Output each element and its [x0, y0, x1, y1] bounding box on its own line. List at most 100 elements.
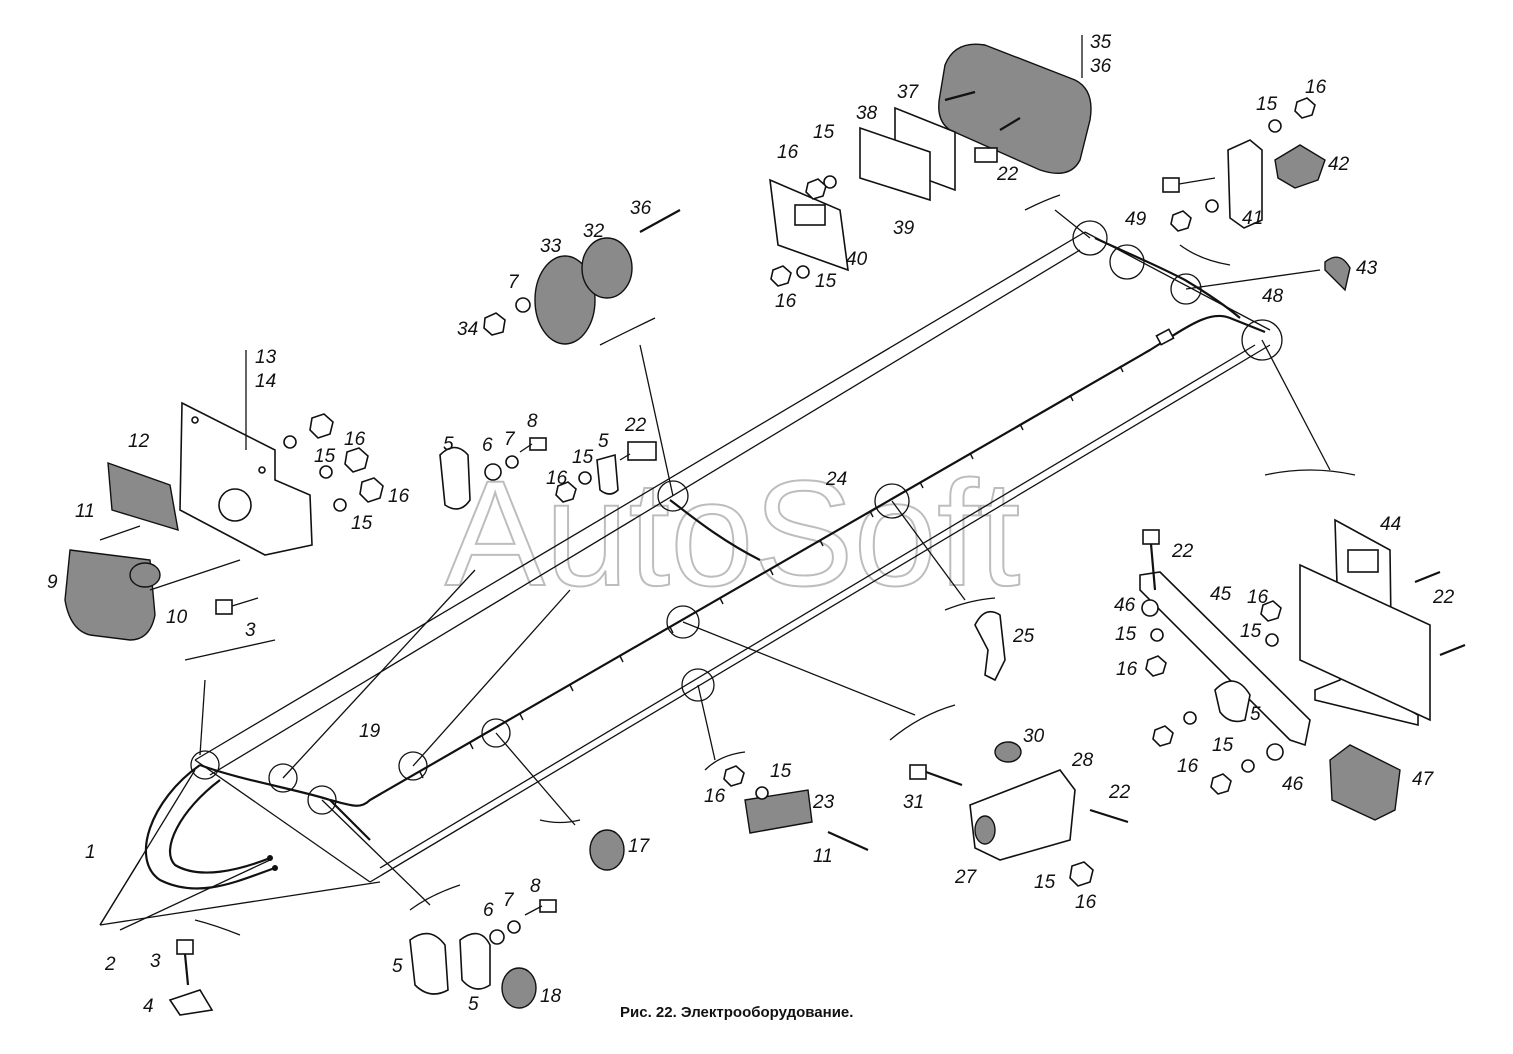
callout-16: 16: [1305, 77, 1327, 98]
wiring-harness: [199, 237, 1266, 841]
callout-22: 22: [1432, 587, 1455, 608]
callout-35: 35: [1090, 32, 1112, 53]
callout-23: 23: [812, 792, 835, 813]
callout-7: 7: [504, 429, 516, 450]
callout-15: 15: [770, 761, 792, 782]
plate-23: [723, 765, 869, 852]
callout-16: 16: [777, 142, 799, 163]
callout-15: 15: [351, 513, 373, 534]
callout-27: 27: [954, 867, 978, 888]
callout-49: 49: [1125, 209, 1147, 230]
callout-48: 48: [1262, 286, 1284, 307]
callout-16: 16: [1247, 587, 1269, 608]
mount-plate-13: [179, 401, 313, 556]
callout-39: 39: [893, 218, 915, 239]
wire-loop: [144, 764, 278, 890]
reflector-12: [99, 461, 179, 541]
callout-37: 37: [897, 82, 920, 103]
callout-36: 36: [1090, 56, 1112, 77]
callout-15: 15: [813, 122, 835, 143]
bracket-45: [1139, 529, 1401, 821]
callout-16: 16: [546, 468, 568, 489]
callout-45: 45: [1210, 584, 1232, 605]
callout-15: 15: [314, 446, 336, 467]
callout-22: 22: [1108, 782, 1131, 803]
callout-32: 32: [583, 221, 605, 242]
callout-5: 5: [1250, 704, 1261, 725]
callout-36: 36: [630, 198, 652, 219]
leader-lines: [99, 194, 1356, 936]
callout-3: 3: [150, 951, 161, 972]
callout-8: 8: [527, 411, 538, 432]
clip-25: [974, 610, 1006, 682]
callout-46: 46: [1114, 595, 1136, 616]
callout-18: 18: [540, 986, 562, 1007]
callout-8: 8: [530, 876, 541, 897]
callout-5: 5: [598, 431, 609, 452]
bolt-clip-4: [168, 939, 214, 1016]
junction-box-28: [909, 741, 1129, 887]
callout-4: 4: [143, 996, 154, 1017]
callout-3: 3: [245, 620, 256, 641]
callouts: 1 2 3 3 4 5 5 5 5 5 6 6 7 7 7 8 8 9 10 1…: [47, 32, 1455, 1017]
callout-6: 6: [482, 435, 493, 456]
callout-30: 30: [1023, 726, 1045, 747]
callout-15: 15: [1240, 621, 1262, 642]
callout-43: 43: [1356, 258, 1378, 279]
callout-22: 22: [624, 415, 647, 436]
callout-16: 16: [775, 291, 797, 312]
callout-40: 40: [846, 249, 868, 270]
callout-47: 47: [1412, 769, 1435, 790]
callout-41: 41: [1242, 208, 1263, 229]
callout-33: 33: [540, 236, 562, 257]
plate-bracket-44: [1299, 518, 1466, 727]
figure-caption: Рис. 22. Электрооборудование.: [620, 1004, 853, 1021]
callout-38: 38: [856, 103, 878, 124]
callout-15: 15: [1256, 94, 1278, 115]
callout-5: 5: [392, 956, 403, 977]
callout-13: 13: [255, 347, 277, 368]
callout-14: 14: [255, 371, 276, 392]
callout-6: 6: [483, 900, 494, 921]
callout-11: 11: [75, 501, 95, 522]
callout-31: 31: [903, 792, 924, 813]
detail-markers: [190, 220, 1283, 815]
callout-15: 15: [1212, 735, 1234, 756]
callout-15: 15: [572, 447, 594, 468]
callout-11: 11: [813, 846, 833, 867]
callout-22: 22: [996, 164, 1019, 185]
callout-22: 22: [1171, 541, 1194, 562]
connector-bracket-41: [1162, 97, 1351, 292]
callout-9: 9: [47, 572, 58, 593]
callout-46: 46: [1282, 774, 1304, 795]
callout-5: 5: [468, 994, 479, 1015]
callout-5: 5: [443, 434, 454, 455]
callout-16: 16: [1075, 892, 1097, 913]
callout-2: 2: [104, 954, 116, 975]
callout-28: 28: [1071, 750, 1094, 771]
callout-16: 16: [1116, 659, 1138, 680]
marker-lamp-33: [483, 209, 681, 345]
callout-15: 15: [1115, 624, 1137, 645]
clamp-group-low: [409, 899, 557, 995]
rear-lamp-35: [769, 43, 1092, 287]
callout-7: 7: [503, 890, 515, 911]
callout-15: 15: [1034, 872, 1056, 893]
callout-17: 17: [628, 836, 651, 857]
callout-34: 34: [457, 319, 478, 340]
callout-1: 1: [85, 842, 96, 863]
callout-7: 7: [508, 272, 520, 293]
callout-19: 19: [359, 721, 381, 742]
callout-24: 24: [825, 469, 847, 490]
callout-16: 16: [704, 786, 726, 807]
callout-15: 15: [815, 271, 837, 292]
callout-25: 25: [1012, 626, 1035, 647]
callout-16: 16: [1177, 756, 1199, 777]
callout-16: 16: [344, 429, 366, 450]
clamp-group-mid: [439, 437, 657, 510]
callout-10: 10: [166, 607, 188, 628]
callout-44: 44: [1380, 514, 1401, 535]
callout-12: 12: [128, 431, 150, 452]
